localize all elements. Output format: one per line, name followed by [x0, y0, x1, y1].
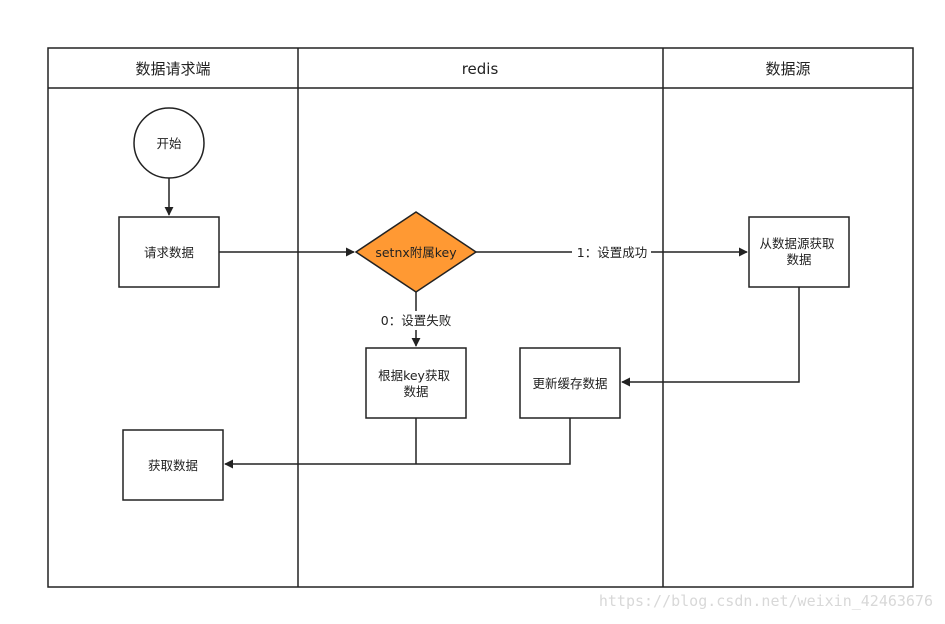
get-data-label: 获取数据: [148, 458, 198, 473]
update-cache-box: [519, 347, 621, 419]
request-data-box: [118, 216, 220, 288]
lane-header-client: 数据请求端: [135, 60, 210, 78]
fetch-from-source-line-1: 从数据源获取: [760, 236, 836, 251]
fetch-by-key-label: 根据key获取 数据: [378, 368, 454, 399]
request-data-label: 请求数据: [144, 245, 194, 260]
get-data-box: [122, 429, 224, 501]
setnx-decision-label: setnx附属key: [375, 245, 457, 260]
swimlane-frame: [47, 47, 914, 588]
lane-header-datasource: 数据源: [765, 60, 810, 78]
edge-label-fail: 0：设置失败: [381, 313, 452, 328]
edge-source-to-update-cache: [621, 287, 800, 387]
fetch-from-source-label: 从数据源获取 数据: [760, 236, 839, 267]
edge-label-success: 1：设置成功: [577, 245, 647, 260]
fetch-by-key-line-2: 数据: [403, 384, 428, 399]
start-node-label: 开始: [156, 136, 182, 151]
lane-header-redis: redis: [462, 60, 499, 78]
fetch-by-key-line-1: 根据key获取: [378, 368, 450, 383]
fetch-from-source-box: [748, 216, 850, 288]
edge-update-cache-to-get-data: [224, 418, 571, 469]
fetch-from-source-line-2: 数据: [786, 252, 811, 267]
fetch-by-key-box: [365, 347, 467, 419]
update-cache-label: 更新缓存数据: [532, 376, 607, 391]
watermark: https://blog.csdn.net/weixin_42463676: [599, 592, 933, 610]
